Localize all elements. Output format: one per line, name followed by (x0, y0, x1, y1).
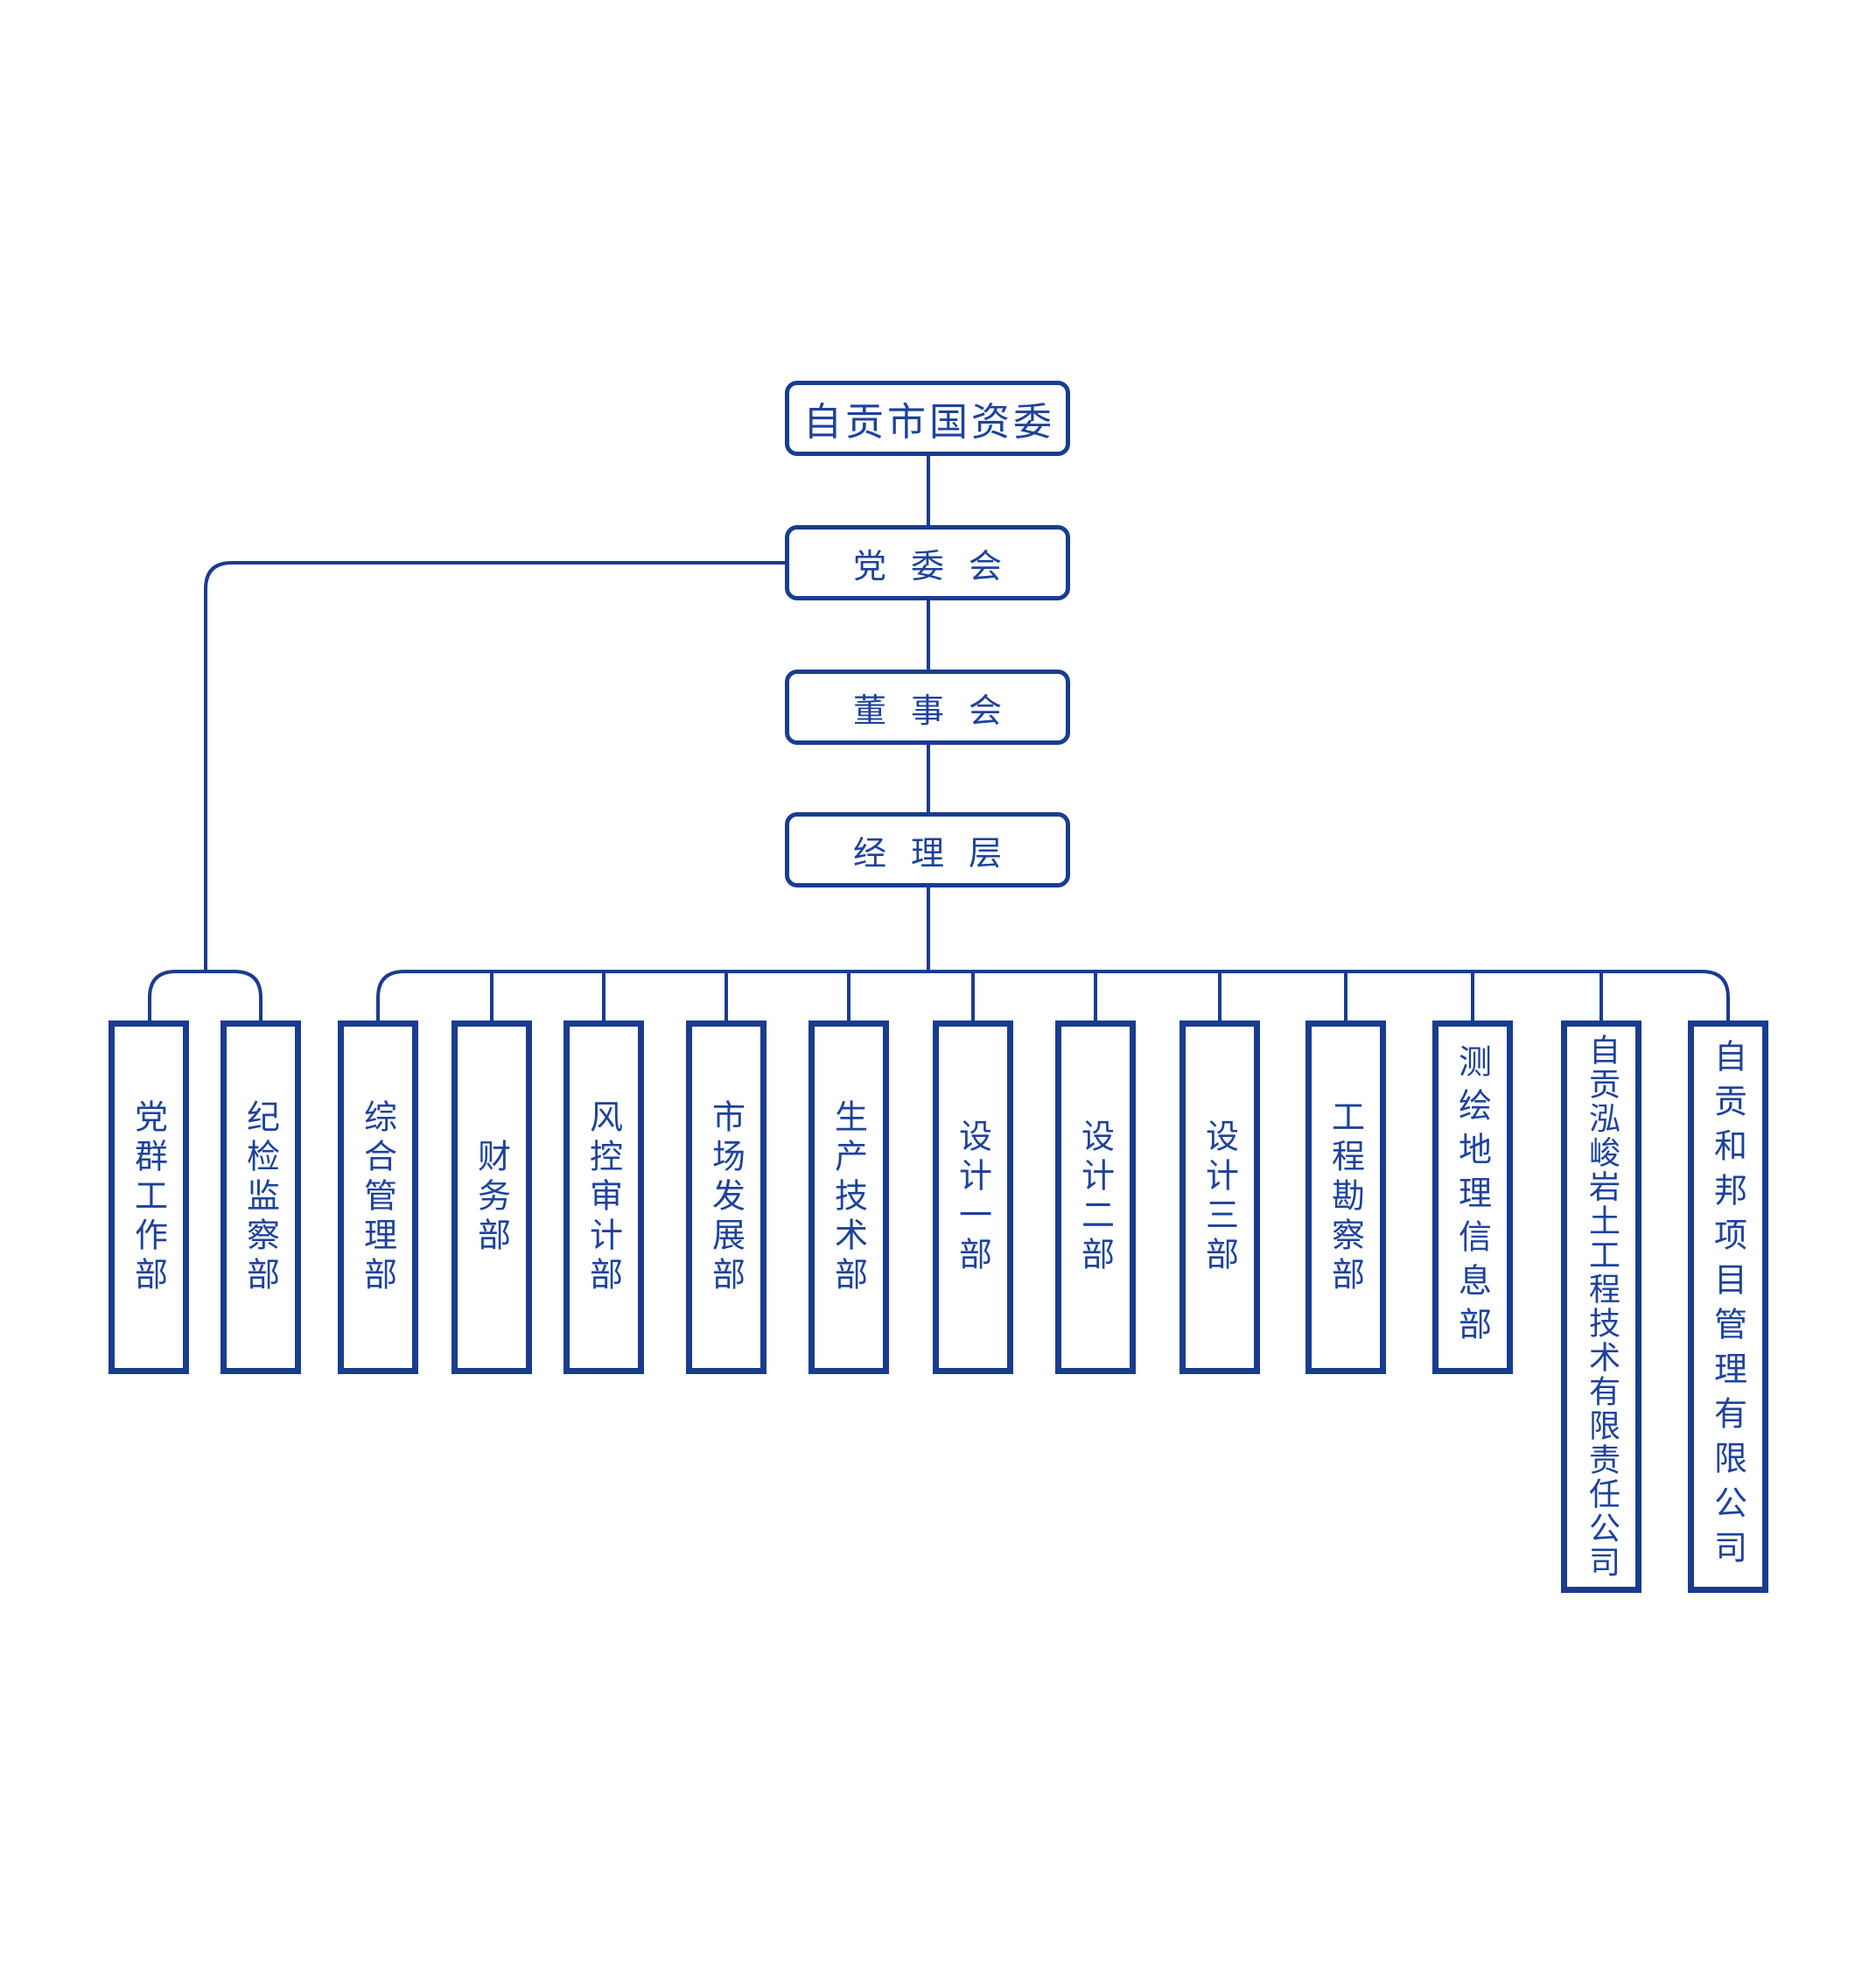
dept-label: 工程勘察部 (1326, 1098, 1365, 1296)
dept-box-general-management: 综合管理部 (338, 1021, 418, 1374)
dept-box-engineering-survey: 工程勘察部 (1306, 1021, 1386, 1374)
dept-label: 设计二部 (1075, 1119, 1115, 1276)
org-node-management: 经理层 (785, 812, 1070, 887)
dept-box-surveying-geoinfo: 测绘地理信息部 (1432, 1021, 1513, 1374)
dept-box-market-development: 市场发展部 (686, 1021, 766, 1374)
dept-box-production-technology: 生产技术部 (808, 1021, 889, 1374)
dept-box-hongjun-geotech-company: 自贡泓峻岩土工程技术有限责任公司 (1561, 1021, 1642, 1593)
dept-box-hebang-project-company: 自贡和邦项目管理有限公司 (1688, 1021, 1768, 1593)
dept-label: 党群工作部 (129, 1098, 168, 1296)
connector-bus (376, 970, 1730, 1022)
dept-label: 测绘地理信息部 (1452, 1044, 1492, 1350)
org-node-gov: 自贡市国资委 (785, 381, 1070, 456)
dept-label: 综合管理部 (358, 1098, 397, 1296)
dept-box-discipline-inspection: 纪检监察部 (220, 1021, 301, 1374)
dept-box-risk-audit: 风控审计部 (564, 1021, 644, 1374)
org-node-board: 董事会 (785, 670, 1070, 745)
dept-label: 自贡泓峻岩土工程技术有限责任公司 (1584, 1034, 1620, 1580)
dept-box-design-1: 设计一部 (933, 1021, 1013, 1374)
dept-label: 风控审计部 (584, 1098, 623, 1296)
dept-label: 纪检监察部 (241, 1098, 280, 1296)
dept-label: 自贡和邦项目管理有限公司 (1708, 1039, 1747, 1575)
connector-party-dome (148, 970, 262, 1022)
dept-box-finance: 财务部 (452, 1021, 532, 1374)
dept-label: 设计三部 (1200, 1119, 1239, 1276)
dept-box-design-2: 设计二部 (1055, 1021, 1136, 1374)
connector-party-branch (204, 561, 785, 971)
dept-label: 设计一部 (953, 1119, 992, 1276)
org-node-management-label: 经理层 (852, 833, 1026, 873)
dept-box-party-mass-work: 党群工作部 (108, 1021, 189, 1374)
dept-label: 市场发展部 (706, 1098, 746, 1296)
org-node-gov-label: 自贡市国资委 (803, 400, 1055, 445)
org-node-board-label: 董事会 (852, 691, 1026, 730)
dept-box-design-3: 设计三部 (1180, 1021, 1260, 1374)
dept-label: 财务部 (472, 1138, 511, 1257)
org-node-party-committee: 党委会 (785, 525, 1070, 600)
dept-label: 生产技术部 (829, 1098, 868, 1296)
org-node-party-committee-label: 党委会 (852, 546, 1026, 586)
